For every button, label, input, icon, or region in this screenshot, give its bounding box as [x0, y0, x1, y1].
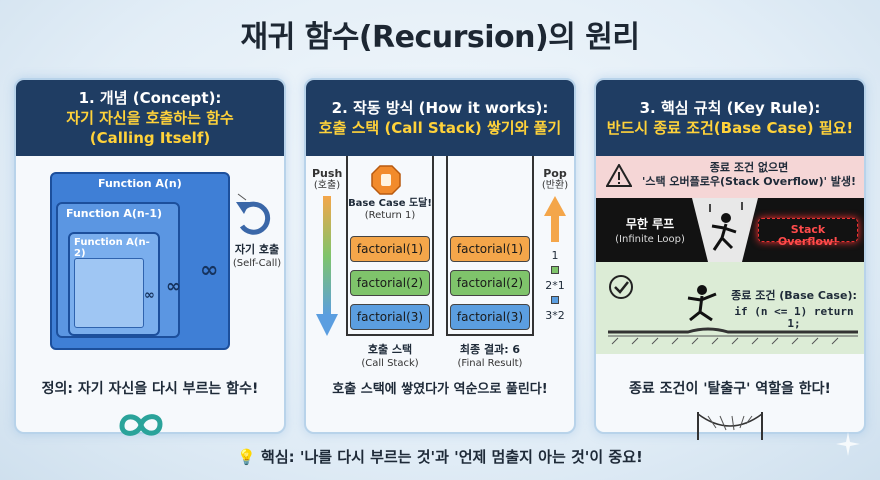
footer-tip: 💡 핵심: '나를 다시 부르는 것'과 '언제 멈출지 아는 것'이 중요! [0, 446, 880, 467]
base-case-reached: Base Case 도달! [348, 198, 432, 209]
final-result-label: 최종 결과: 6 [459, 343, 521, 356]
result-value-2: 2*1 [545, 279, 565, 292]
call-stack-well [346, 156, 434, 336]
infinite-loop-label-en: (Infinite Loop) [615, 234, 685, 245]
pop-label-ko: (반환) [541, 180, 569, 191]
safety-net-icon [697, 412, 763, 440]
push-label-ko: (호출) [313, 180, 341, 191]
infinity-icon-large: ∞ [200, 258, 219, 283]
push-arrow-icon [316, 196, 338, 336]
result-marker-2 [551, 266, 559, 274]
self-call-label: 자기 호출 [234, 243, 280, 256]
pop-label: Pop [543, 167, 567, 180]
push-label: Push [312, 167, 343, 180]
final-result-label-en: (Final Result) [457, 358, 523, 369]
sparkle-icon [836, 432, 860, 456]
concept-heading: 1. 개념 (Concept): [78, 89, 222, 107]
innermost-box [74, 258, 144, 328]
lightbulb-icon: 💡 [237, 448, 256, 466]
function-label-n: Function A(n) [98, 177, 182, 190]
infinity-icon-small: ∞ [144, 288, 155, 303]
landing-person-icon [687, 285, 717, 322]
how-it-works-panel: 2. 작동 방식 (How it works): 호출 스택 (Call Sta… [304, 78, 576, 434]
key-rule-panel: 3. 핵심 규칙 (Key Rule): 반드시 종료 조건(Base Case… [594, 78, 866, 434]
concept-caption: 정의: 자기 자신을 다시 부르는 함수! [41, 381, 259, 397]
concept-subheading-en: (Calling Itself) [89, 129, 211, 147]
checkmark-icon [609, 275, 633, 299]
how-subheading: 호출 스택 (Call Stack) 쌓기와 풀기 [318, 119, 562, 137]
stack-frame-right-2: factorial(2) [450, 270, 530, 296]
warning-icon [606, 164, 632, 187]
key-rule-caption: 종료 조건이 '탈출구' 역할을 한다! [629, 381, 831, 397]
base-case-label: 종료 조건 (Base Case): [731, 289, 857, 302]
how-caption: 호출 스택에 쌓였다가 역순으로 풀린다! [332, 382, 548, 397]
key-rule-subheading: 반드시 종료 조건(Base Case) 필요! [606, 119, 854, 137]
base-case-band [596, 262, 864, 354]
infinity-icon-medium: ∞ [166, 276, 181, 297]
concept-header: 1. 개념 (Concept): 자기 자신을 호출하는 함수 (Calling… [16, 80, 284, 156]
result-stack-well [446, 156, 534, 336]
stack-frame-right-3: factorial(3) [450, 304, 530, 330]
footer-text: 핵심: '나를 다시 부르는 것'과 '언제 멈출지 아는 것'이 중요! [261, 448, 643, 466]
how-header: 2. 작동 방식 (How it works): 호출 스택 (Call Sta… [306, 80, 574, 156]
falling-person-icon [692, 198, 758, 262]
base-case-code: if (n <= 1) return 1; [734, 305, 854, 330]
stack-overflow-badge: Stack Overflow! [758, 218, 858, 248]
warning-line-2: '스택 오버플로우(Stack Overflow)' 발생! [641, 175, 857, 188]
ground-platform-icon [608, 327, 858, 345]
call-stack-label-en: (Call Stack) [361, 358, 419, 369]
warning-band [596, 156, 864, 198]
infinite-loop-label: 무한 루프 [625, 217, 675, 231]
result-marker-3 [551, 296, 559, 304]
stack-frame-left-2: factorial(2) [350, 270, 430, 296]
self-call-label-en: (Self-Call) [232, 258, 282, 269]
result-value-1: 1 [551, 249, 559, 262]
key-rule-heading: 3. 핵심 규칙 (Key Rule): [639, 99, 821, 117]
stack-frame-left-1: factorial(1) [350, 236, 430, 262]
stop-hand-icon [371, 165, 401, 195]
self-call-arrow-icon [236, 193, 271, 235]
concept-subheading: 자기 자신을 호출하는 함수 [66, 109, 234, 127]
stack-overflow-label: Stack Overflow! [777, 223, 839, 248]
key-rule-header: 3. 핵심 규칙 (Key Rule): 반드시 종료 조건(Base Case… [596, 80, 864, 156]
pop-arrow-icon [544, 196, 566, 242]
page-title: 재귀 함수(Recursion)의 원리 [240, 20, 640, 55]
concept-panel: 1. 개념 (Concept): 자기 자신을 호출하는 함수 (Calling… [14, 78, 286, 434]
how-heading: 2. 작동 방식 (How it works): [331, 99, 549, 117]
mobius-strip-icon [119, 414, 163, 436]
function-label-n-2: Function A(n-2) [74, 237, 150, 259]
return-one-label: (Return 1) [364, 210, 416, 221]
call-stack-label: 호출 스택 [367, 343, 413, 356]
function-label-n-1: Function A(n-1) [66, 207, 163, 220]
stack-frame-left-3: factorial(3) [350, 304, 430, 330]
result-value-3: 3*2 [545, 309, 565, 322]
warning-line-1: 종료 조건 없으면 [709, 161, 789, 174]
stack-frame-right-1: factorial(1) [450, 236, 530, 262]
